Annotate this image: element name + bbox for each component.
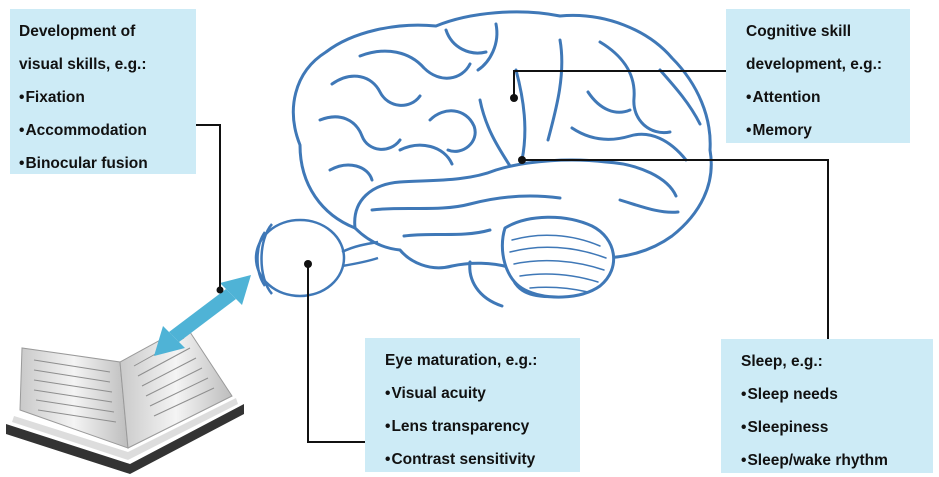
visual-skills-heading-line-2: visual skills, e.g.: bbox=[19, 48, 196, 81]
cognitive-heading-line-1: Cognitive skill bbox=[746, 15, 910, 48]
sleep-item-needs: Sleep needs bbox=[741, 378, 933, 411]
cognitive-skill-box: Cognitive skill development, e.g.: Atten… bbox=[726, 9, 910, 143]
eye-item-contrast-sensitivity: Contrast sensitivity bbox=[385, 443, 580, 476]
visual-skill-accommodation: Accommodation bbox=[19, 114, 196, 147]
sleep-item-rhythm: Sleep/wake rhythm bbox=[741, 444, 933, 477]
sleep-heading: Sleep, e.g.: bbox=[741, 345, 933, 378]
eye-item-lens-transparency: Lens transparency bbox=[385, 410, 580, 443]
visual-skill-binocular-fusion: Binocular fusion bbox=[19, 147, 196, 180]
sleep-item-sleepiness: Sleepiness bbox=[741, 411, 933, 444]
double-headed-arrow bbox=[154, 275, 251, 356]
visual-skill-fixation: Fixation bbox=[19, 81, 196, 114]
open-book-illustration bbox=[6, 326, 244, 474]
cognitive-item-memory: Memory bbox=[746, 114, 910, 147]
visual-skills-box: Development of visual skills, e.g.: Fixa… bbox=[10, 9, 196, 174]
connector-visual-skills bbox=[196, 125, 220, 290]
sleep-box: Sleep, e.g.: Sleep needs Sleepiness Slee… bbox=[721, 339, 933, 473]
visual-skills-heading-line-1: Development of bbox=[19, 15, 196, 48]
eye-maturation-box: Eye maturation, e.g.: Visual acuity Lens… bbox=[365, 338, 580, 472]
cognitive-item-attention: Attention bbox=[746, 81, 910, 114]
cognitive-heading-line-2: development, e.g.: bbox=[746, 48, 910, 81]
brain-illustration bbox=[293, 12, 711, 306]
eye-heading: Eye maturation, e.g.: bbox=[385, 344, 580, 377]
eye-item-visual-acuity: Visual acuity bbox=[385, 377, 580, 410]
